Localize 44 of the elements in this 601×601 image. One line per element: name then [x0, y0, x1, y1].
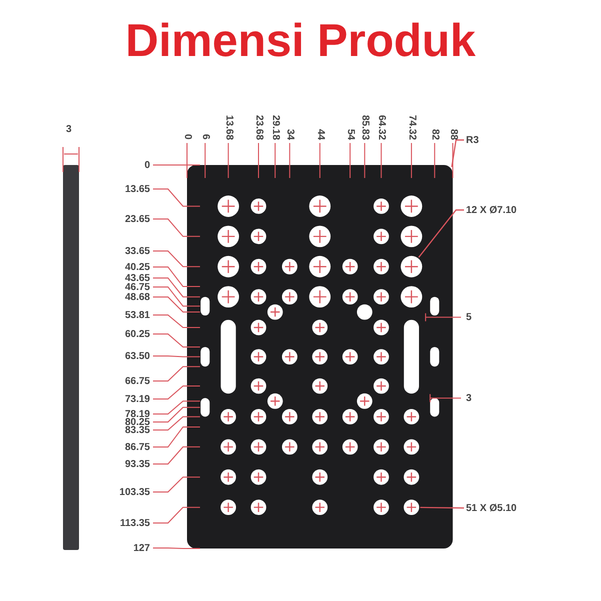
leader-line: [451, 139, 464, 168]
dimension-label: 73.19: [124, 394, 150, 405]
dimension-label: 64.32: [376, 114, 388, 140]
dimension-label: 44: [314, 128, 326, 140]
dimension-label: 43.65: [124, 273, 150, 284]
dimension-label: 88: [448, 128, 459, 140]
dimension-label: 23.65: [124, 214, 150, 225]
leader-line: [420, 506, 464, 509]
dimension-label: 48.68: [124, 292, 150, 303]
dimension-label: 40.25: [124, 262, 150, 273]
callout-label: R3: [466, 135, 479, 146]
dimension-label: 3: [466, 393, 472, 404]
dimension-label: 0: [182, 134, 193, 140]
hole: [400, 256, 422, 278]
dimension-label: 29.18: [270, 114, 282, 140]
dimension-label: 63.50: [124, 351, 150, 362]
dimension-label: 85.83: [360, 114, 371, 140]
dimension-label: 82: [430, 128, 441, 140]
dimension-label: 74.32: [406, 114, 418, 140]
hole: [404, 500, 420, 516]
dimension-label: 86.75: [124, 442, 150, 453]
dimension-label: 13.68: [223, 114, 234, 140]
dimension-label: 0: [144, 160, 150, 171]
dimension-label: 60.25: [124, 329, 150, 340]
leader-line: [418, 209, 464, 258]
dimension-label: 5: [466, 312, 472, 324]
dimension-label: 53.81: [124, 310, 150, 321]
dimension-label: 127: [133, 543, 150, 554]
dimension-label: 66.75: [124, 376, 150, 387]
dimension-label: 54: [345, 128, 356, 140]
callout-label: 12 X Ø7.10: [466, 205, 517, 216]
dimension-label: 83.35: [124, 425, 150, 436]
dimension-label: 93.35: [124, 459, 150, 470]
dimension-label: 3: [66, 124, 72, 135]
dimension-label: 34: [284, 128, 296, 140]
dimension-label: 113.35: [120, 518, 150, 529]
dimension-label: 103.35: [119, 487, 150, 498]
dimension-label: 33.65: [124, 246, 150, 257]
dimension-label: 23.68: [254, 114, 264, 140]
dimension-label: 13.65: [124, 184, 150, 195]
title: Dimensi Produk: [124, 13, 477, 68]
dimension-label: 46.75: [124, 282, 150, 293]
callout-label: 51 X Ø5.10: [466, 503, 517, 514]
dimension-label: 6: [200, 134, 212, 140]
